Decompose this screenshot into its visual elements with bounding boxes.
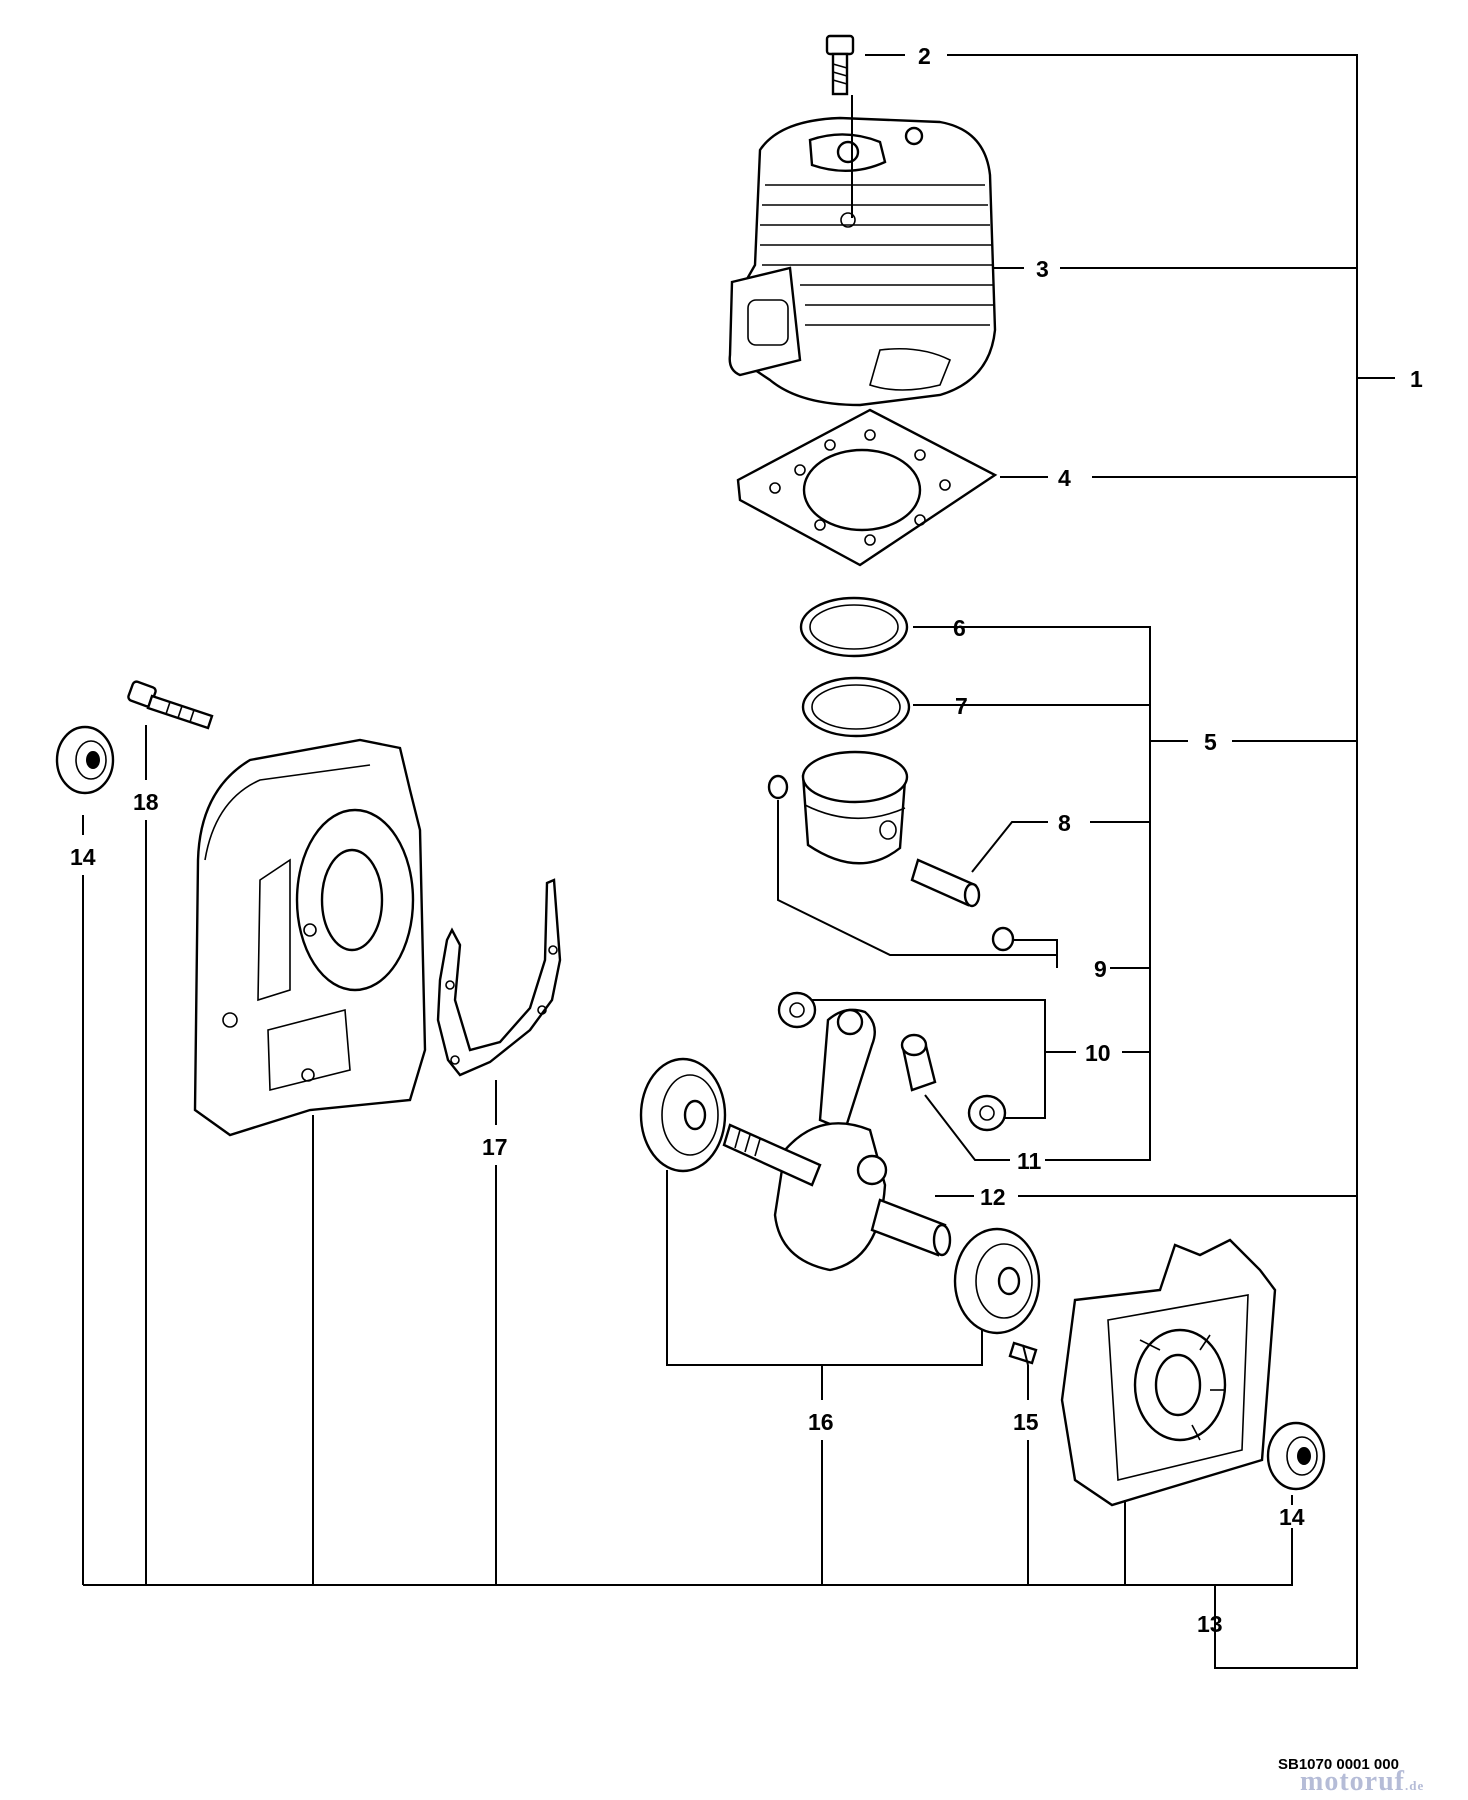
crankcase-gasket-part — [436, 878, 562, 1077]
watermark-logo: motoruf.de — [1300, 1766, 1424, 1798]
circlip-right-part — [991, 926, 1015, 952]
callout-14-left: 14 — [70, 844, 96, 870]
callout-8: 8 — [1058, 810, 1071, 836]
crankcase-left-part — [193, 738, 427, 1137]
callout-11: 11 — [1017, 1148, 1042, 1174]
crankcase-right-part — [1060, 1238, 1277, 1507]
oil-seal-left-part — [55, 725, 115, 795]
thrust-washer-lower-part — [967, 1094, 1007, 1132]
piston-part — [801, 750, 909, 865]
callout-1: 1 — [1410, 366, 1423, 392]
piston-ring-upper-part — [799, 596, 909, 658]
crankshaft-part — [722, 1008, 952, 1272]
watermark-suffix: .de — [1404, 1778, 1425, 1793]
callout-4: 4 — [1058, 465, 1071, 491]
callout-6: 6 — [953, 615, 966, 641]
callout-13: 13 — [1197, 1611, 1223, 1637]
main-bearing-right-part — [953, 1227, 1041, 1335]
dowel-pin-part — [1008, 1341, 1038, 1365]
callout-17: 17 — [482, 1134, 508, 1160]
drawing-code: SB1070 0001 000 — [1278, 1756, 1399, 1773]
callout-3: 3 — [1036, 256, 1049, 282]
cylinder-gasket-part — [736, 408, 998, 567]
callout-16: 16 — [808, 1409, 834, 1435]
callout-12: 12 — [980, 1184, 1006, 1210]
piston-ring-lower-part — [801, 676, 911, 738]
callout-14-right: 14 — [1279, 1504, 1305, 1530]
callout-5: 5 — [1204, 729, 1217, 755]
cylinder-bolt-part — [825, 34, 855, 96]
leader-lines — [82, 54, 1395, 1669]
oil-seal-right-part — [1266, 1421, 1326, 1491]
circlip-left-part — [767, 774, 789, 800]
thrust-washer-upper-part — [777, 991, 817, 1029]
callout-18: 18 — [133, 789, 159, 815]
callout-15: 15 — [1013, 1409, 1039, 1435]
cylinder-part — [728, 116, 997, 407]
callout-10: 10 — [1085, 1040, 1111, 1066]
watermark-text: motoruf — [1300, 1766, 1405, 1797]
callout-labels: 1 2 3 4 5 6 7 8 9 10 11 12 13 14 14 15 1… — [70, 43, 1423, 1637]
callout-9: 9 — [1094, 956, 1107, 982]
needle-bearing-part — [900, 1033, 937, 1092]
callout-2: 2 — [918, 43, 931, 69]
crankcase-screw-part — [127, 680, 214, 730]
main-bearing-left-part — [639, 1057, 727, 1173]
callout-7: 7 — [955, 693, 968, 719]
piston-pin-part — [910, 858, 981, 908]
